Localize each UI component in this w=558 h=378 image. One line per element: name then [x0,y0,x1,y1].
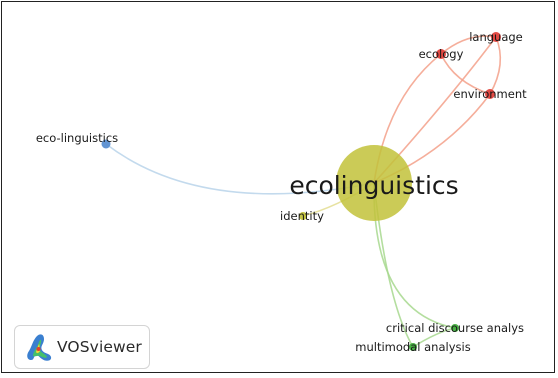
node-identity[interactable] [299,212,307,220]
node-label-language[interactable]: language [469,30,523,44]
node-label-ecology[interactable]: ecology [419,47,464,61]
node-ecology[interactable] [436,49,446,59]
node-eco-linguistics[interactable] [101,139,111,149]
link-ecolinguistics-eco-linguistics[interactable] [105,143,375,195]
node-label-multimodal[interactable]: multimodal analysis [355,340,470,354]
node-environment[interactable] [485,89,495,99]
vosviewer-logo-text: VOSviewer [57,338,142,356]
link-language-environment[interactable] [489,36,502,95]
node-ecolinguistics[interactable] [336,145,412,221]
nodes-layer [101,32,501,351]
network-canvas[interactable]: ecolinguistics identity language ecology env… [1,1,555,373]
node-multimodal[interactable] [409,343,417,351]
node-label-environment[interactable]: environment [453,87,527,101]
link-ecology-environment[interactable] [440,53,491,95]
vosviewer-logo: VOSviewer [14,325,150,369]
node-label-eco-linguistics[interactable]: eco-linguistics [36,131,118,145]
node-label-critical-discourse[interactable]: critical discourse analys [386,321,524,335]
node-label-ecolinguistics[interactable]: ecolinguistics [289,171,458,200]
node-language[interactable] [491,32,501,42]
node-critical-discourse[interactable] [451,324,459,332]
labels-layer: ecolinguistics identity language ecology env… [36,30,527,354]
vosviewer-logo-icon [27,334,52,361]
node-label-identity[interactable]: identity [280,209,324,223]
